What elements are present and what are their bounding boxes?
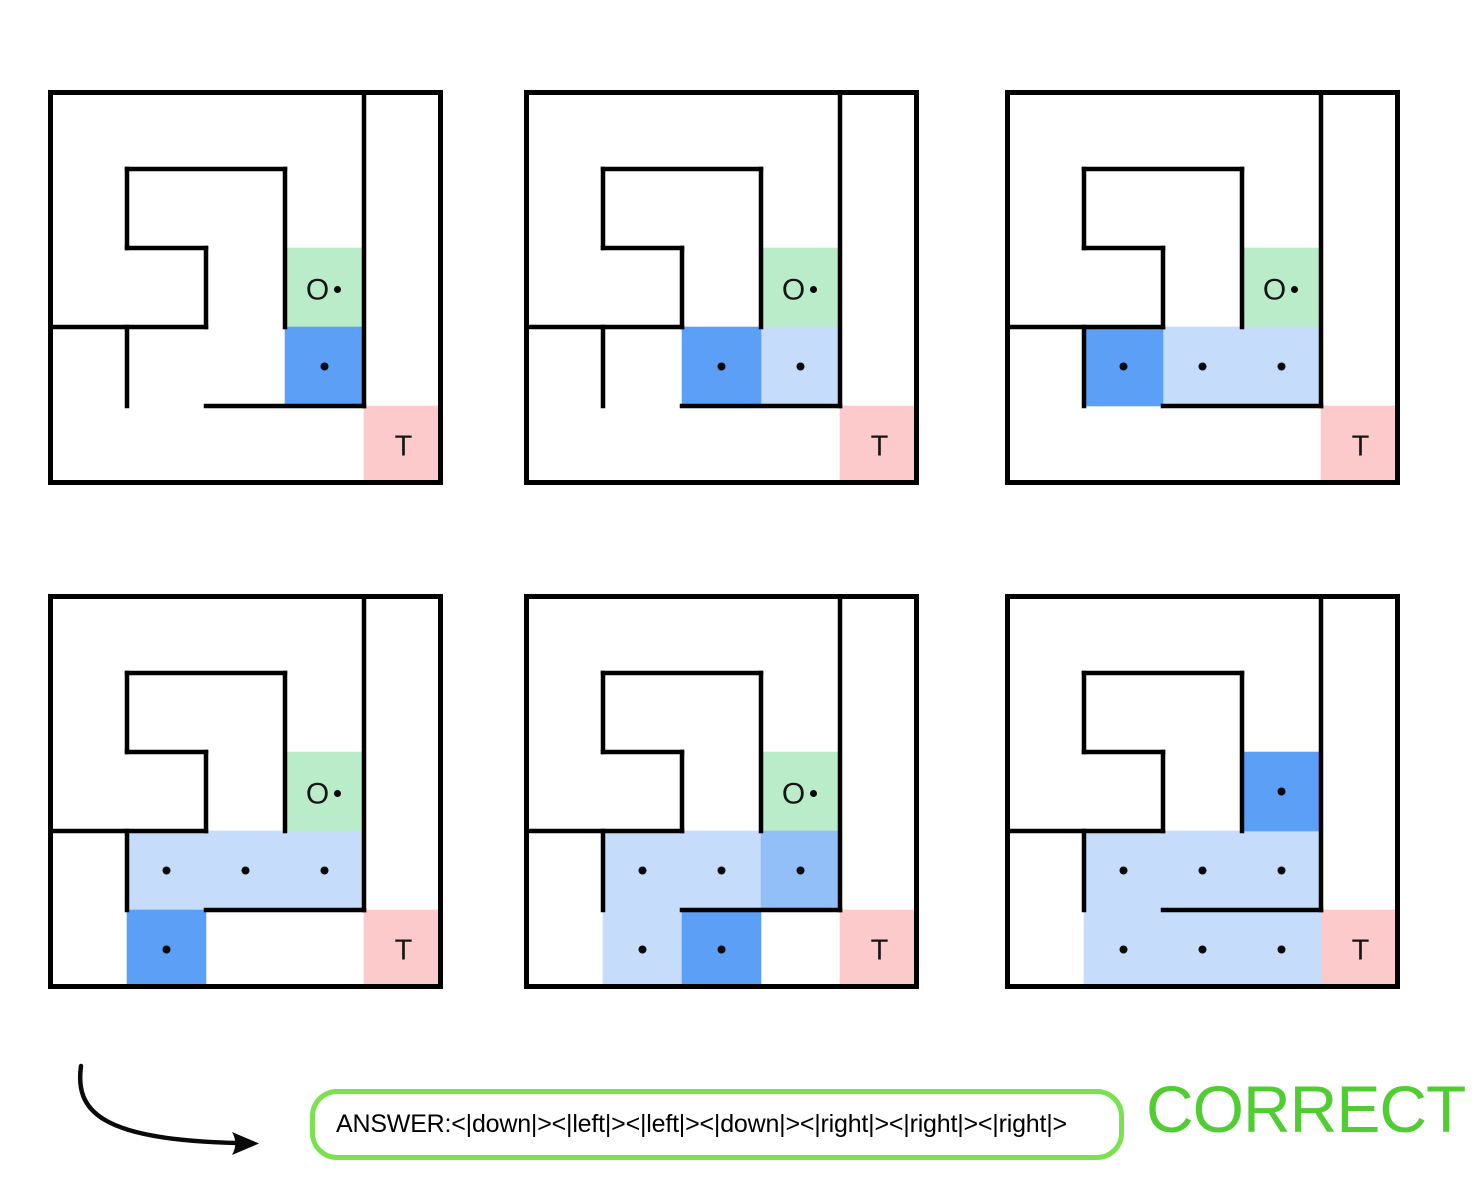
curved-arrow-icon	[77, 1063, 259, 1155]
svg-text:T: T	[395, 431, 413, 463]
svg-text:T: T	[395, 935, 413, 967]
maze-frame-2: OT	[524, 90, 919, 485]
maze-frame-6: T	[1005, 594, 1400, 989]
maze-frame-4: OT	[48, 594, 443, 989]
svg-text:T: T	[1352, 935, 1370, 967]
svg-text:O: O	[782, 274, 805, 307]
answer-box: ANSWER:<|down|><|left|><|left|><|down|><…	[310, 1089, 1124, 1160]
svg-text:O: O	[306, 274, 329, 307]
svg-text:O: O	[1263, 274, 1286, 307]
svg-text:O: O	[782, 778, 805, 811]
answer-tokens-text: ANSWER:<|down|><|left|><|left|><|down|><…	[336, 1110, 1067, 1138]
maze-frame-3: OT	[1005, 90, 1400, 485]
verdict-label: CORRECT	[1146, 1072, 1466, 1146]
maze-frame-5: OT	[524, 594, 919, 989]
maze-frame-1: OT	[48, 90, 443, 485]
svg-text:O: O	[306, 778, 329, 811]
svg-text:T: T	[871, 935, 889, 967]
svg-text:T: T	[1352, 431, 1370, 463]
svg-text:T: T	[871, 431, 889, 463]
